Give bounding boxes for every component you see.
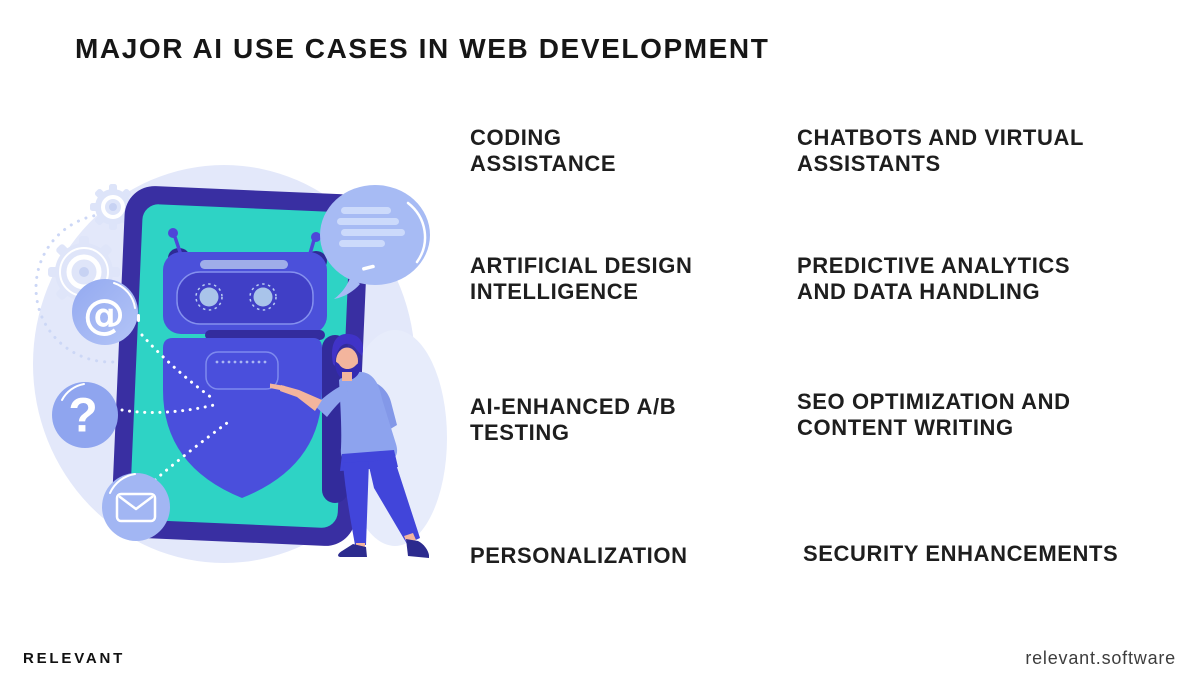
gear-icon xyxy=(90,184,136,230)
at-sign-icon: @ xyxy=(72,279,140,345)
relevant-logo: RELEVANT xyxy=(23,650,126,667)
person-figure xyxy=(270,333,429,558)
page-title: MAJOR AI USE CASES IN WEB DEVELOPMENT xyxy=(75,33,770,64)
panel-dots xyxy=(215,360,267,364)
chatbot-illustration: @ ? xyxy=(33,165,447,563)
use-case-personalization: PERSONALIZATION xyxy=(470,543,688,568)
use-case-coding-assistance: CODING ASSISTANCE xyxy=(470,125,617,176)
speech-bubble-icon xyxy=(320,185,430,299)
bubble-text-lines xyxy=(337,207,405,247)
robot-icon xyxy=(163,228,348,503)
website-url: relevant.software xyxy=(1025,648,1176,668)
use-case-seo-content-writing: SEO OPTIMIZATION AND CONTENT WRITING xyxy=(797,389,1071,440)
use-case-security-enhancements: SECURITY ENHANCEMENTS xyxy=(803,541,1119,566)
question-mark-icon: ? xyxy=(52,382,118,448)
envelope-icon xyxy=(102,473,170,541)
use-case-predictive-analytics: PREDICTIVE ANALYTICS AND DATA HANDLING xyxy=(797,253,1071,304)
dotted-connectors xyxy=(120,333,229,482)
use-case-ai-enhanced-ab-testing: AI-ENHANCED A/B TESTING xyxy=(470,394,677,445)
use-case-chatbots-virtual-assistants: CHATBOTS AND VIRTUAL ASSISTANTS xyxy=(797,125,1084,176)
use-case-artificial-design-intelligence: ARTIFICIAL DESIGN INTELLIGENCE xyxy=(470,253,693,304)
svg-text:?: ? xyxy=(68,390,97,443)
svg-text:@: @ xyxy=(83,290,125,339)
